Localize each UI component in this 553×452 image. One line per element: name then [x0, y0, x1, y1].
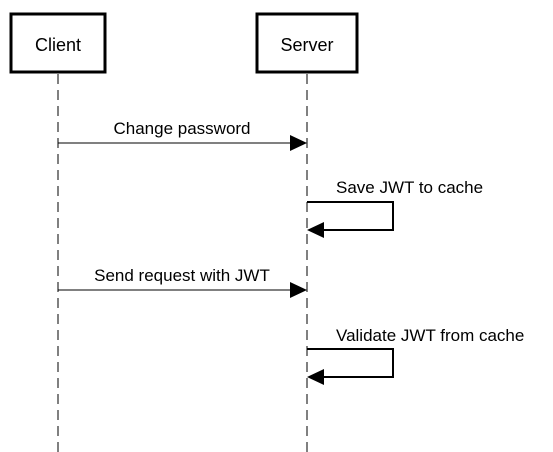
- message-send-request-label: Send request with JWT: [94, 266, 270, 285]
- participant-server-box: [255, 12, 359, 74]
- participant-client-box: [9, 12, 107, 74]
- participant-server: Server: [255, 12, 359, 74]
- message-validate-jwt-label: Validate JWT from cache: [336, 326, 524, 345]
- message-validate-jwt-arrowhead: [307, 369, 324, 385]
- message-save-jwt-label: Save JWT to cache: [336, 178, 483, 197]
- message-change-password-arrowhead: [290, 135, 307, 151]
- message-validate-jwt: Validate JWT from cache: [307, 326, 524, 385]
- message-send-request-arrowhead: [290, 282, 307, 298]
- message-validate-jwt-line: [307, 348, 394, 378]
- message-save-jwt-line: [307, 201, 394, 231]
- message-change-password-label: Change password: [113, 119, 250, 138]
- message-send-request: Send request with JWT: [58, 266, 307, 298]
- participant-client-label: Client: [35, 35, 81, 55]
- message-save-jwt-arrowhead: [307, 222, 324, 238]
- message-save-jwt: Save JWT to cache: [307, 178, 483, 238]
- message-change-password: Change password: [58, 119, 307, 151]
- participant-client: Client: [9, 12, 107, 74]
- participant-server-label: Server: [280, 35, 333, 55]
